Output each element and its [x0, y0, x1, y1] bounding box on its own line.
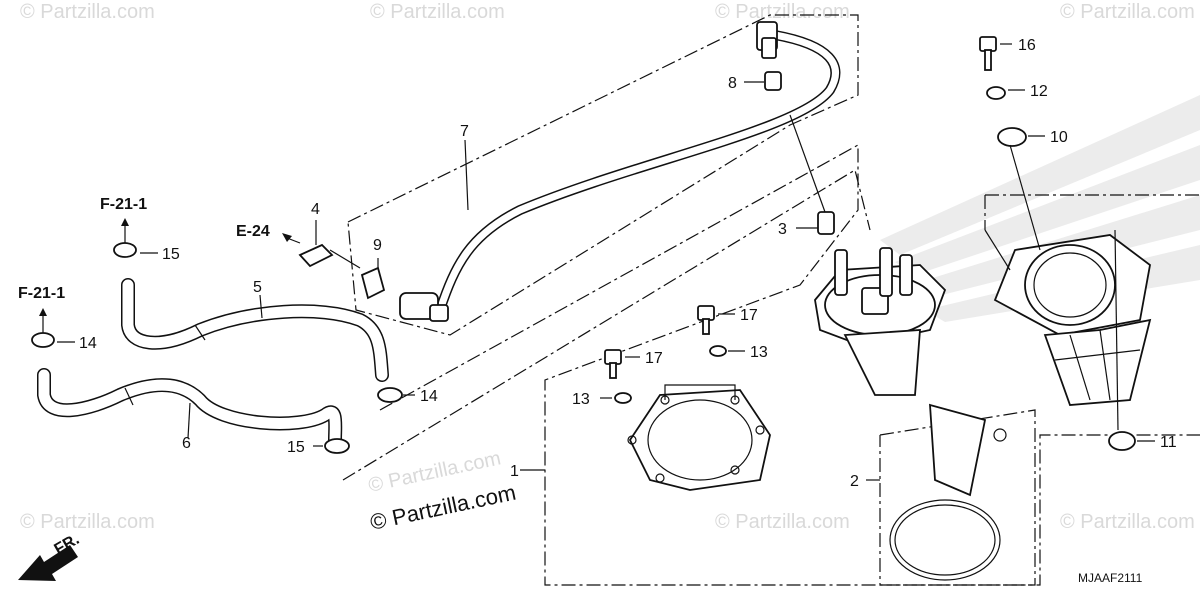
watermark: © Partzilla.com [715, 1, 850, 23]
ref-e24: E-24 [236, 223, 270, 240]
reference-arrows [39, 218, 301, 316]
watermark: © Partzilla.com [1060, 1, 1195, 23]
watermark: © Partzilla.com [370, 1, 505, 23]
breather-hose-5 [121, 278, 389, 382]
label-15: 15 [162, 246, 180, 263]
leader-lines [57, 43, 1155, 481]
watermark: © Partzilla.com [20, 1, 155, 23]
clip-9 [360, 258, 386, 300]
label-9: 9 [373, 237, 382, 254]
label-12: 12 [1030, 83, 1048, 100]
label-7: 7 [460, 123, 469, 140]
label-4: 4 [311, 201, 320, 218]
watermark: © Partzilla.com [715, 511, 850, 533]
label-11: 11 [1160, 434, 1177, 451]
fuel-hose-7 [399, 21, 841, 322]
label-2: 2 [850, 473, 859, 490]
hose-clamps [31, 224, 403, 454]
section-references: F-21-1 F-21-1 E-24 [18, 196, 270, 302]
diagram-code: MJAAF2111 [1078, 571, 1143, 585]
label-6: 6 [182, 435, 191, 452]
label-16: 16 [1018, 37, 1036, 54]
label-3: 3 [778, 221, 787, 238]
label-1: 1 [510, 463, 519, 480]
fuel-strainer [993, 234, 1152, 406]
label-13: 13 [572, 391, 590, 408]
front-arrow-icon [18, 545, 78, 581]
label-17: 17 [645, 350, 663, 367]
label-10: 10 [1050, 129, 1068, 146]
part-labels: 16 12 10 11 8 7 3 4 9 5 6 15 14 14 15 17… [79, 37, 1177, 490]
label-14: 14 [79, 335, 97, 352]
clip-8 [744, 71, 782, 91]
label-15: 15 [287, 439, 305, 456]
fuel-pump-assembly [814, 247, 947, 396]
ref-f21-lower: F-21-1 [18, 285, 65, 302]
label-13: 13 [750, 344, 768, 361]
watermark: © Partzilla.com [1060, 511, 1195, 533]
ref-f21-upper: F-21-1 [100, 196, 147, 213]
label-14: 14 [420, 388, 438, 405]
group-outlines [342, 14, 1200, 586]
label-5: 5 [253, 279, 262, 296]
label-17: 17 [740, 307, 758, 324]
filter-element-2 [889, 403, 1007, 581]
fasteners [604, 36, 1136, 451]
clip-3 [789, 114, 835, 235]
pump-gasket [627, 384, 771, 491]
label-8: 8 [728, 75, 737, 92]
front-marker: FR. [18, 531, 82, 581]
breather-hose-6 [37, 368, 343, 447]
watermark: © Partzilla.com [20, 511, 155, 533]
clip-4 [298, 220, 361, 269]
